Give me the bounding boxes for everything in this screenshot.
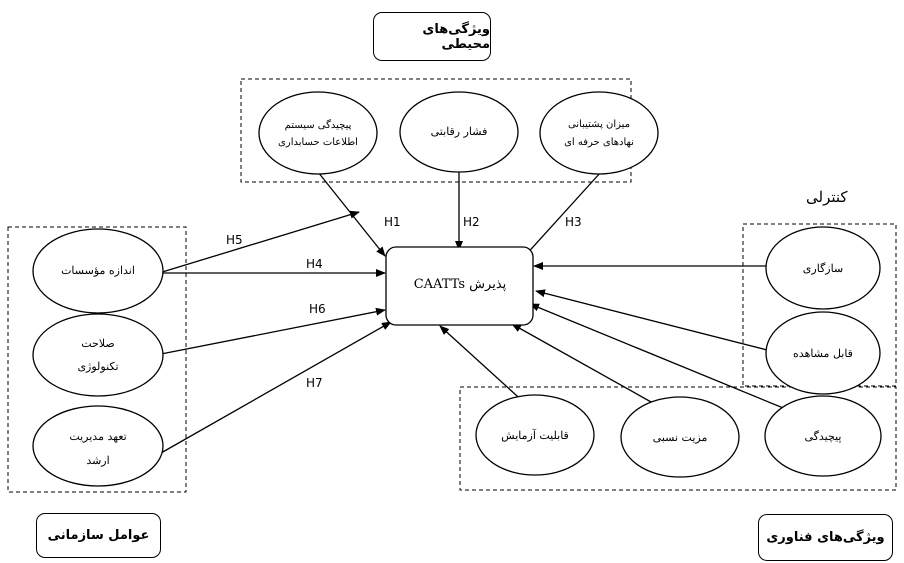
observability-label: قابل مشاهده [793, 347, 853, 360]
h6-label: H6 [309, 302, 326, 316]
organizational-group-title: عوامل سازمانی [36, 513, 161, 558]
professional-support-line1: میزان پشتیبانی [568, 119, 630, 130]
top-management-commitment-node [32, 405, 164, 487]
relative-advantage-label: مزیت نسبی [653, 431, 708, 444]
arrow-complexity [529, 303, 794, 413]
h4-label: H4 [306, 257, 323, 271]
arrow-h3 [522, 171, 602, 259]
compatibility-node [765, 226, 881, 310]
environment-group-title: ویژگی‌های محیطی [373, 12, 491, 61]
arrow-relative-advantage [511, 323, 661, 408]
h7-label: H7 [306, 376, 323, 390]
control-group-title: کنترلی [806, 188, 848, 206]
ais-complexity-line2: اطلاعات حسابداری [278, 137, 358, 148]
h3-label: H3 [565, 215, 582, 229]
competitive-pressure-node [399, 91, 519, 173]
arrow-h5 [158, 210, 360, 274]
technology-group-title: ویژگی‌های فناوری [758, 514, 893, 561]
h5-label: H5 [226, 233, 243, 247]
h2-label: H2 [463, 215, 480, 229]
h1-label: H1 [384, 215, 401, 229]
trialability-label: قابلیت آزمایش [501, 429, 569, 442]
professional-support-line2: نهادهای حرفه ای [564, 137, 634, 148]
control-group-boundary [742, 223, 897, 387]
observability-node [765, 311, 881, 395]
competitive-pressure-label: فشار رقابتی [431, 125, 488, 138]
caatts-adoption-label: پذیرش CAATTs [414, 277, 507, 292]
technology-competence-line2: تکنولوژی [77, 360, 118, 373]
complexity-label: پیچیدگی [805, 430, 842, 443]
technology-competence-node [32, 313, 164, 397]
complexity-node [764, 395, 882, 477]
technology-group-boundary [459, 386, 897, 491]
compatibility-label: سازگاری [803, 262, 843, 275]
top-management-line1: تعهد مدیریت [69, 430, 126, 443]
relative-advantage-node [620, 396, 740, 478]
arrow-h7 [160, 321, 392, 454]
organizational-group-boundary [7, 226, 187, 493]
organization-size-label: اندازه مؤسسات [61, 264, 135, 277]
arrow-trialability [439, 325, 528, 406]
professional-support-node [539, 91, 659, 175]
organization-size-node [32, 228, 164, 314]
caatts-adoption-node [385, 246, 534, 326]
ais-complexity-line1: پیچیدگی سیستم [285, 119, 352, 131]
trialability-node [475, 394, 595, 476]
arrow-h6 [160, 307, 386, 355]
technology-competence-line1: صلاحت [81, 337, 115, 350]
top-management-line2: ارشد [86, 454, 109, 467]
arrow-observability [535, 289, 768, 351]
ais-complexity-node [258, 91, 378, 175]
